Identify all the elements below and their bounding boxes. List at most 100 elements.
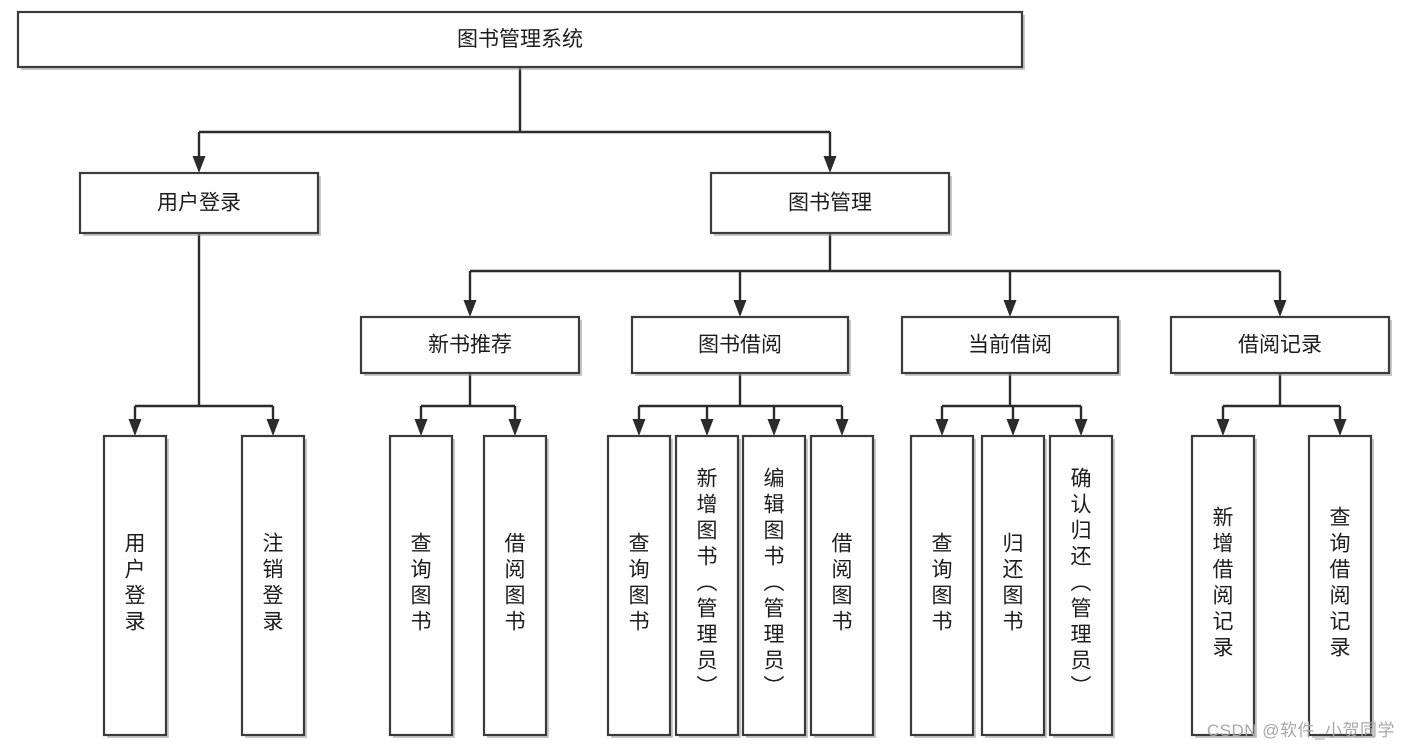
node-rect[interactable] <box>16 10 1024 69</box>
connector-group <box>414 373 522 436</box>
node-rect[interactable] <box>909 434 975 737</box>
connector-group <box>128 233 280 436</box>
node-leaf-add-record[interactable]: 新增借阅记录 <box>1190 434 1257 738</box>
arrow-head-icon <box>1074 419 1088 436</box>
node-label-char: 理 <box>1071 624 1092 647</box>
node-label-char: 阅 <box>1330 585 1351 608</box>
node-label-char: 归 <box>1003 533 1024 556</box>
node-label-char: 理 <box>764 624 785 647</box>
node-leaf-query-record[interactable]: 查询借阅记录 <box>1307 434 1374 738</box>
arrow-head-icon <box>767 419 781 436</box>
node-label-char: 记 <box>1213 611 1234 634</box>
node-label: 确认归还︵管理员︶ <box>1071 468 1092 699</box>
node-rect[interactable] <box>630 315 850 375</box>
node-label: 查询图书 <box>629 533 650 634</box>
node-rect[interactable] <box>674 434 740 737</box>
node-user-login[interactable]: 用户登录 <box>78 171 321 236</box>
node-label-char: 图 <box>411 585 432 608</box>
node-label-char: 图 <box>505 585 526 608</box>
connector-group <box>935 373 1088 436</box>
node-label-char: 阅 <box>1213 585 1234 608</box>
node-rect[interactable] <box>1048 434 1114 737</box>
arrow-head-icon <box>835 419 849 436</box>
arrow-head-icon <box>733 300 747 317</box>
node-rect[interactable] <box>482 434 548 737</box>
node-book-borrow[interactable]: 图书借阅 <box>630 315 851 376</box>
node-label-char: 录 <box>125 611 146 634</box>
node-leaf-add-book[interactable]: 新增图书︵管理员︶ <box>674 434 741 738</box>
node-leaf-confirm-return[interactable]: 确认归还︵管理员︶ <box>1048 434 1115 738</box>
arrow-head-icon <box>463 300 477 317</box>
node-label-char: 编 <box>764 468 785 491</box>
node-leaf-query-book-3[interactable]: 查询图书 <box>909 434 976 738</box>
nodes-layer: 图书管理系统用户登录图书管理新书推荐图书借阅当前借阅借阅记录用户登录注销登录查询… <box>16 10 1392 738</box>
node-label-char: 归 <box>1071 520 1092 543</box>
node-label-char: 图 <box>932 585 953 608</box>
node-new-book-rec[interactable]: 新书推荐 <box>359 315 582 376</box>
node-leaf-borrow-book-2[interactable]: 借阅图书 <box>809 434 876 738</box>
arrow-head-icon <box>1006 419 1020 436</box>
watermark-text: CSDN @软件_小贺同学 <box>1206 721 1395 740</box>
node-leaf-user-login[interactable]: 用户登录 <box>102 434 169 738</box>
node-label-char: 书 <box>832 611 853 634</box>
edges-layer <box>128 67 1347 436</box>
node-leaf-edit-book[interactable]: 编辑图书︵管理员︶ <box>741 434 808 738</box>
node-label-char: 录 <box>263 611 284 634</box>
node-label-char: 阅 <box>505 559 526 582</box>
node-rect[interactable] <box>240 434 306 737</box>
node-label-char: 图 <box>1003 585 1024 608</box>
node-root[interactable]: 图书管理系统 <box>16 10 1025 70</box>
node-label-char: ︵ <box>1071 572 1092 595</box>
node-label-char: 书 <box>505 611 526 634</box>
node-label: 借阅图书 <box>832 533 853 634</box>
node-leaf-query-book-2[interactable]: 查询图书 <box>606 434 673 738</box>
node-rect[interactable] <box>1190 434 1256 737</box>
node-rect[interactable] <box>102 434 168 737</box>
node-leaf-return-book[interactable]: 归还图书 <box>980 434 1047 738</box>
node-label: 借阅图书 <box>505 533 526 634</box>
node-rect[interactable] <box>388 434 454 737</box>
node-label-char: 员 <box>697 650 718 673</box>
node-rect[interactable] <box>809 434 875 737</box>
node-rect[interactable] <box>741 434 807 737</box>
arrow-head-icon <box>1333 419 1347 436</box>
node-label-char: 新 <box>1213 507 1234 530</box>
node-leaf-user-logout[interactable]: 注销登录 <box>240 434 307 738</box>
node-label-char: 询 <box>1330 533 1351 556</box>
node-rect[interactable] <box>606 434 672 737</box>
node-label-char: 还 <box>1071 546 1092 569</box>
arrow-head-icon <box>192 156 206 173</box>
node-label-char: 图 <box>629 585 650 608</box>
arrow-head-icon <box>266 419 280 436</box>
node-label: 新增图书︵管理员︶ <box>697 468 718 699</box>
node-rect[interactable] <box>1307 434 1373 737</box>
arrow-head-icon <box>1216 419 1230 436</box>
node-label: 新书推荐 <box>428 334 512 357</box>
node-borrow-record[interactable]: 借阅记录 <box>1169 315 1392 376</box>
node-leaf-borrow-book-1[interactable]: 借阅图书 <box>482 434 549 738</box>
node-label: 注销登录 <box>263 533 284 634</box>
node-label: 借阅记录 <box>1238 334 1322 357</box>
node-rect[interactable] <box>1169 315 1391 375</box>
node-current-borrow[interactable]: 当前借阅 <box>900 315 1121 376</box>
node-label-char: ︶ <box>764 676 785 699</box>
node-label-char: 查 <box>1330 507 1351 530</box>
node-rect[interactable] <box>709 171 951 235</box>
node-rect[interactable] <box>980 434 1046 737</box>
node-label-char: 书 <box>764 546 785 569</box>
node-rect[interactable] <box>900 315 1120 375</box>
node-rect[interactable] <box>78 171 320 235</box>
arrow-head-icon <box>414 419 428 436</box>
node-rect[interactable] <box>359 315 581 375</box>
node-label-char: 用 <box>125 533 146 556</box>
node-label-char: 借 <box>1213 559 1234 582</box>
node-label: 查询借阅记录 <box>1330 507 1351 660</box>
node-book-manage[interactable]: 图书管理 <box>709 171 952 236</box>
node-leaf-query-book-1[interactable]: 查询图书 <box>388 434 455 738</box>
node-label: 编辑图书︵管理员︶ <box>764 468 785 699</box>
node-label-char: 查 <box>629 533 650 556</box>
node-label-char: 书 <box>629 611 650 634</box>
arrow-head-icon <box>632 419 646 436</box>
